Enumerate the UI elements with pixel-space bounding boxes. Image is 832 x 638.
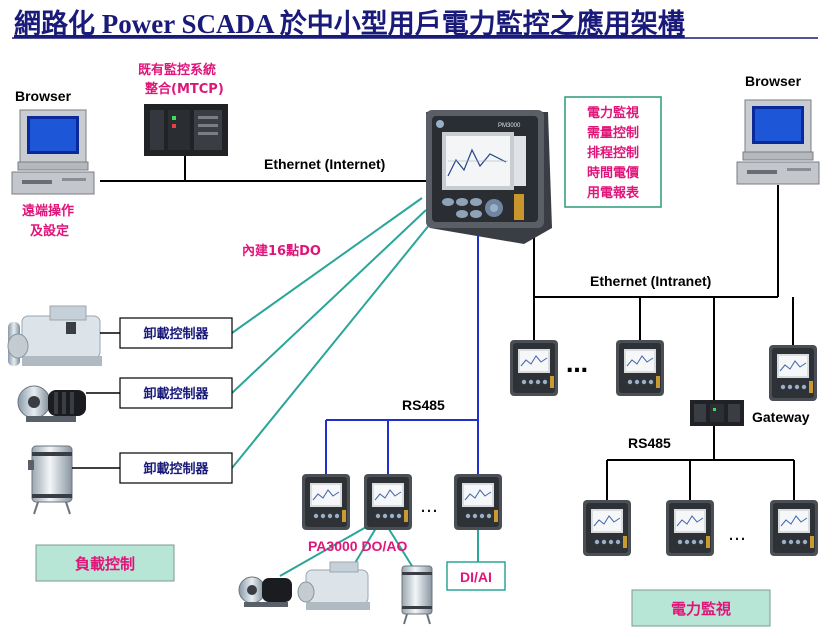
rs485-left-meter-1 [301, 473, 351, 531]
intranet-meter-1 [509, 339, 559, 397]
rs485-right-meter-3 [769, 499, 819, 557]
power-monitor-box-label: 電力監視 [671, 600, 731, 618]
right-browser-label: Browser [745, 73, 802, 89]
rs485-right-meter-1 [582, 499, 632, 557]
rs485-right-label: RS485 [628, 435, 671, 451]
rs485-left-ellipsis: … [420, 496, 438, 517]
feature-3: 排程控制 [587, 145, 639, 161]
bottom-pump-image [238, 576, 292, 607]
rs485-left-meter-2 [363, 473, 413, 531]
load-controller-2 [119, 377, 233, 409]
feature-2: 需量控制 [587, 125, 639, 141]
page-title: 網路化 Power SCADA 於中小型用戶電力監控之應用架構 [14, 8, 685, 39]
feature-box [564, 96, 662, 208]
intranet-ellipsis: … [566, 353, 588, 378]
plc-device [144, 104, 228, 156]
existing-system-caption-2: 整合(MTCP) [144, 81, 224, 97]
remote-op-caption-1: 遠端操作 [22, 203, 74, 219]
left-browser-label: Browser [15, 88, 72, 104]
feature-1: 電力監視 [587, 105, 639, 121]
diai-box [446, 561, 506, 591]
rs485-right-ellipsis: … [728, 524, 746, 545]
intranet-meter-2 [615, 339, 665, 397]
power-monitor-box [631, 589, 771, 627]
load-controller-1 [119, 317, 233, 349]
existing-system-caption-1: 既有監控系統 [138, 62, 216, 78]
remote-op-caption-2: 及設定 [30, 223, 69, 239]
ethernet-internet-label: Ethernet (Internet) [264, 156, 385, 172]
gateway-device [690, 400, 744, 426]
builtin-do-label: 內建16點DO [242, 243, 321, 259]
intranet-meter-3 [768, 344, 818, 402]
rs485-left-meter-3 [453, 473, 503, 531]
do-line-3 [231, 223, 431, 469]
feature-4: 時間電價 [587, 165, 640, 181]
load-control-box-label: 負載控制 [75, 555, 135, 573]
chiller-image [7, 305, 102, 366]
bottom-water-heater-image [401, 565, 433, 625]
main-meter-model: PM3000 [498, 123, 521, 129]
bottom-chiller-image [297, 561, 370, 610]
rs485-right-meter-2 [665, 499, 715, 557]
gateway-label: Gateway [752, 409, 810, 425]
feature-5: 用電報表 [586, 185, 640, 201]
do-line-1 [231, 197, 423, 334]
left-browser-pc [11, 109, 95, 195]
diai-label: DI/AI [460, 569, 492, 585]
ethernet-intranet-label: Ethernet (Intranet) [590, 273, 711, 289]
main-pm3000-meter: PM3000 [426, 110, 552, 244]
water-heater-image [28, 445, 73, 515]
load-control-box [35, 544, 175, 582]
load-controller-2-label: 卸載控制器 [143, 386, 209, 402]
load-controller-3-label: 卸載控制器 [143, 461, 209, 477]
pa3000-label: PA3000 DO/AO [308, 538, 407, 554]
load-controller-3 [119, 452, 233, 484]
right-browser-pc [736, 99, 820, 185]
rs485-left-label: RS485 [402, 397, 445, 413]
load-controller-1-label: 卸載控制器 [143, 326, 209, 342]
do-line-2 [231, 209, 427, 394]
pump-image [17, 385, 86, 422]
